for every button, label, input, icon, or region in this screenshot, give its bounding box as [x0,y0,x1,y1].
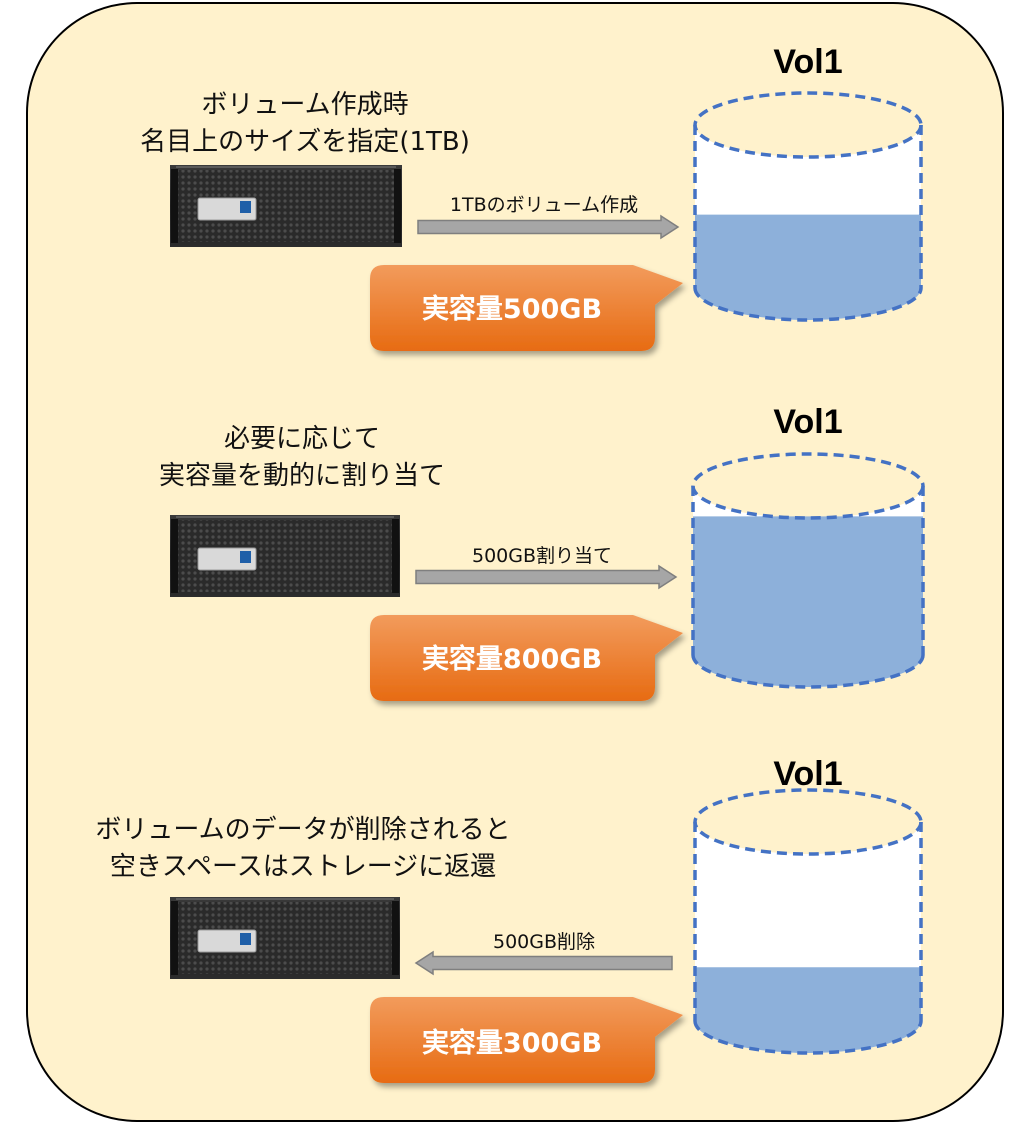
storage-appliance-icon [170,165,402,247]
arrow-shape [415,564,678,590]
server-handle-right [392,901,399,975]
storage-appliance-icon [170,897,400,979]
server-handle-left [171,519,178,593]
step-2-heading-line2: 実容量を動的に割り当て [159,461,445,491]
arrow-shape [414,950,673,976]
step-1-heading-line1: ボリューム作成時 [201,90,408,120]
cylinder-top-ellipse [693,91,923,159]
step-reclaim: ボリュームのデータが削除されると 空きスペースはストレージに返還 500GB削除… [95,755,923,1083]
volume-cylinder [693,91,923,322]
step-2-heading-line1: 必要に応じて [224,424,380,454]
volume-cylinder [691,452,925,689]
cylinder-used-capacity [695,214,921,320]
step-1-volume-label: Vol1 [773,43,842,81]
step-1-callout-text: 実容量500GB [422,293,602,325]
callout-shape [370,265,683,351]
callout-bubble [370,615,683,701]
server-logo [240,551,251,563]
callout-bubble [370,997,683,1083]
step-1-heading-line2: 名目上のサイズを指定(1TB) [140,127,470,157]
arrow-right-icon [415,564,678,590]
step-2-callout-text: 実容量800GB [422,643,602,675]
arrow-left-icon [414,950,673,976]
callout-shape [370,615,683,701]
cylinder-used-capacity [695,967,921,1053]
cylinder-bottom-edge [693,287,923,322]
step-create-volume: ボリューム作成時 名目上のサイズを指定(1TB) 1TBのボリューム作成 Vol… [140,43,923,351]
callout-bubble [370,265,683,351]
step-2-arrow-label: 500GB割り当て [472,545,612,567]
server-handle-left [171,169,178,243]
server-logo [240,933,251,945]
server-logo [240,201,251,213]
callout-shape [370,997,683,1083]
arrow-shape [417,214,680,240]
step-2-volume-label: Vol1 [773,403,842,441]
cylinder-top-ellipse [691,452,925,520]
step-3-callout-text: 実容量300GB [422,1027,602,1059]
step-1-arrow-label: 1TBのボリューム作成 [450,194,638,216]
step-3-arrow-label: 500GB削除 [493,931,595,953]
server-handle-left [171,901,178,975]
arrow-right-icon [417,214,680,240]
cylinder-used-capacity [693,516,923,687]
step-allocate: 必要に応じて 実容量を動的に割り当て 500GB割り当て Vol1 実容量800… [159,403,925,701]
step-3-volume-label: Vol1 [773,755,842,793]
cylinder-bottom-edge [691,654,925,689]
step-3-heading-line2: 空きスペースはストレージに返還 [110,852,496,882]
cylinder-top-ellipse [693,788,923,856]
storage-appliance-icon [170,515,400,597]
step-3-heading-line1: ボリュームのデータが削除されると [95,815,510,845]
volume-cylinder [693,788,923,1055]
cylinder-bottom-edge [693,1020,923,1055]
server-handle-right [394,169,401,243]
server-handle-right [392,519,399,593]
